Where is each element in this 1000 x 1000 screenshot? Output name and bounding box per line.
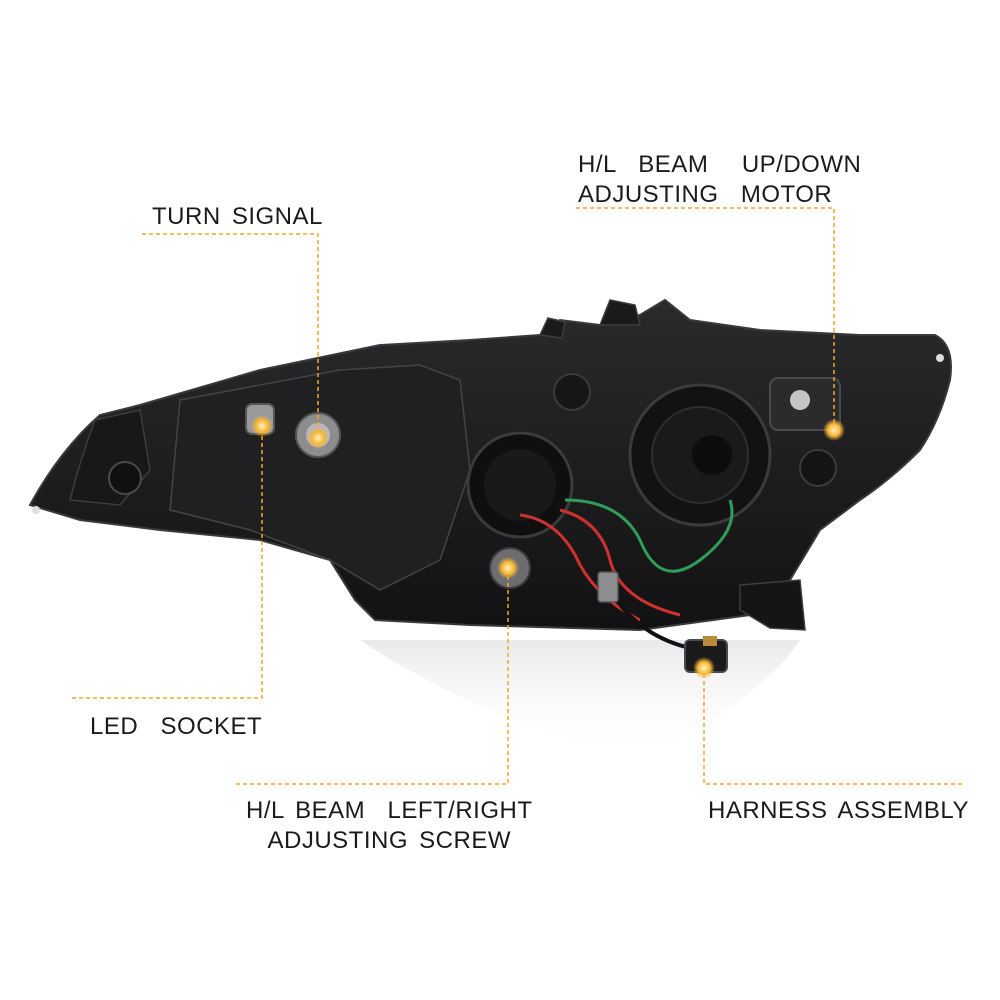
bottom-bracket	[739, 579, 806, 631]
callout-harness-assembly-text: HARNESS ASSEMBLY	[708, 797, 969, 824]
callout-turn-signal: TURN SIGNAL	[152, 202, 323, 232]
callout-led-socket: LED SOCKET	[90, 712, 262, 742]
marker-dot-updown-motor	[823, 419, 845, 441]
floor-reflection	[360, 640, 800, 760]
callout-updown-motor-line2: ADJUSTING MOTOR	[578, 181, 833, 208]
top-tab	[598, 299, 641, 326]
callout-led-socket-text: LED SOCKET	[90, 713, 263, 740]
leader-harness	[703, 668, 962, 785]
side-plug	[799, 449, 837, 487]
vent-cap	[553, 373, 591, 411]
leader-updown-motor	[576, 207, 835, 430]
callout-leftright-screw-line1: H/L BEAM LEFT/RIGHT	[246, 797, 533, 824]
marker-dot-led-socket	[251, 415, 273, 437]
marker-dots	[251, 415, 845, 679]
wire-red-2	[559, 508, 681, 617]
left-plug	[108, 461, 142, 495]
leader-led-socket	[72, 426, 263, 699]
wire-red	[519, 513, 641, 622]
callout-leftright-screw: H/L BEAM LEFT/RIGHT ADJUSTING SCREW	[246, 796, 532, 856]
marker-dot-leftright-screw	[497, 557, 519, 579]
inline-connector	[597, 571, 619, 603]
callout-turn-signal-text: TURN SIGNAL	[152, 203, 323, 230]
callout-harness-assembly: HARNESS ASSEMBLY	[708, 796, 969, 826]
wire-green	[564, 498, 734, 573]
callout-leftright-screw-line2: ADJUSTING SCREW	[267, 827, 511, 854]
leader-turn-signal	[142, 233, 319, 435]
leader-lines	[72, 207, 962, 785]
marker-dot-turn-signal	[307, 427, 329, 449]
inner-panel	[169, 364, 471, 591]
callout-updown-motor: H/L BEAM UP/DOWN ADJUSTING MOTOR	[578, 150, 861, 210]
marker-dot-harness	[693, 657, 715, 679]
leader-leftright-screw	[236, 568, 509, 785]
callout-updown-motor-line1: H/L BEAM UP/DOWN	[578, 151, 862, 178]
